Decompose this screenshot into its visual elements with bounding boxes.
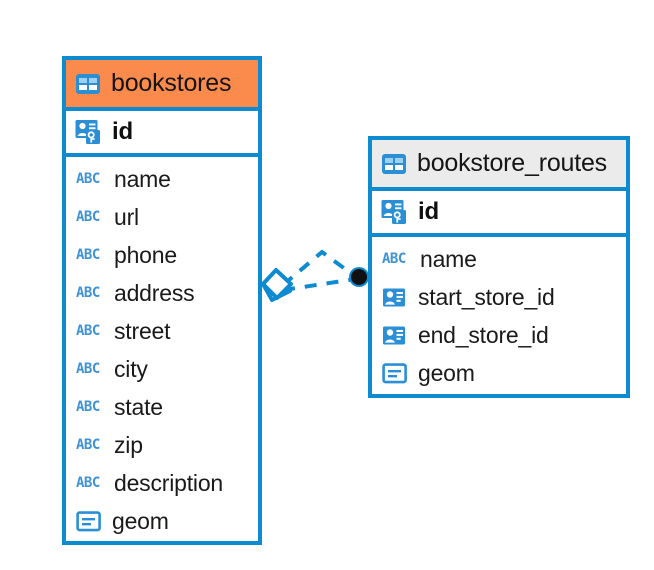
field-row-name[interactable]: ABC name: [66, 160, 258, 198]
field-label: name: [420, 245, 477, 272]
field-row-name[interactable]: ABC name: [372, 240, 626, 278]
relationship-target-circle: [349, 267, 369, 287]
text-type-icon: ABC: [76, 323, 100, 339]
table-icon: [382, 153, 406, 174]
table-icon: [76, 73, 100, 94]
text-type-icon: ABC: [76, 171, 100, 187]
field-row-url[interactable]: ABC url: [66, 198, 258, 236]
entity-header-bookstore-routes: bookstore_routes: [372, 140, 626, 191]
field-label: zip: [114, 431, 143, 458]
field-label: address: [114, 279, 195, 306]
primary-key-icon: [75, 120, 100, 144]
field-row-description[interactable]: ABC description: [66, 464, 258, 502]
field-label: state: [114, 393, 163, 420]
field-label: geom: [418, 359, 475, 386]
field-row-primary-key[interactable]: id: [372, 191, 626, 237]
field-row-phone[interactable]: ABC phone: [66, 236, 258, 274]
field-row-end-store-id[interactable]: end_store_id: [372, 316, 626, 354]
field-label: description: [114, 469, 224, 496]
field-label: street: [114, 317, 171, 344]
primary-key-icon: [381, 200, 406, 224]
field-label: id: [418, 198, 439, 225]
field-row-primary-key[interactable]: id: [66, 111, 258, 157]
field-label: id: [112, 118, 133, 145]
text-type-icon: ABC: [76, 437, 100, 453]
foreign-key-icon: [383, 326, 405, 344]
field-row-city[interactable]: ABC city: [66, 350, 258, 388]
text-type-icon: ABC: [76, 361, 100, 377]
field-row-address[interactable]: ABC address: [66, 274, 258, 312]
foreign-key-icon: [383, 288, 405, 306]
text-type-icon: ABC: [76, 209, 100, 225]
field-row-geom[interactable]: geom: [372, 354, 626, 392]
entity-header-bookstores: bookstores: [66, 60, 258, 111]
field-row-state[interactable]: ABC state: [66, 388, 258, 426]
text-type-icon: ABC: [76, 399, 100, 415]
field-row-zip[interactable]: ABC zip: [66, 426, 258, 464]
relationship-line-lower: [282, 277, 357, 292]
text-type-icon: ABC: [76, 285, 100, 301]
entity-table-bookstore-routes[interactable]: bookstore_routes id ABC name: [368, 136, 630, 398]
relationship-source-diamond: [261, 268, 293, 302]
relationship-line-upper: [281, 249, 358, 287]
text-type-icon: ABC: [382, 251, 406, 267]
field-row-geom[interactable]: geom: [66, 502, 258, 540]
field-label: city: [114, 355, 148, 382]
field-label: start_store_id: [418, 283, 555, 310]
field-label: name: [114, 165, 171, 192]
field-row-street[interactable]: ABC street: [66, 312, 258, 350]
field-label: phone: [114, 241, 177, 268]
geometry-type-icon: [76, 510, 101, 531]
field-label: end_store_id: [418, 321, 549, 348]
text-type-icon: ABC: [76, 475, 100, 491]
entity-title: bookstore_routes: [417, 149, 607, 177]
field-label: url: [114, 203, 139, 230]
text-type-icon: ABC: [76, 247, 100, 263]
field-label: geom: [112, 507, 169, 534]
entity-table-bookstores[interactable]: bookstores id ABC name: [62, 56, 262, 545]
field-list-bookstore-routes: ABC name start_store_id: [372, 237, 626, 392]
entity-title: bookstores: [111, 69, 232, 97]
field-list-bookstores: ABC name ABC url ABC phone ABC address A…: [66, 157, 258, 540]
field-row-start-store-id[interactable]: start_store_id: [372, 278, 626, 316]
geometry-type-icon: [382, 362, 407, 383]
